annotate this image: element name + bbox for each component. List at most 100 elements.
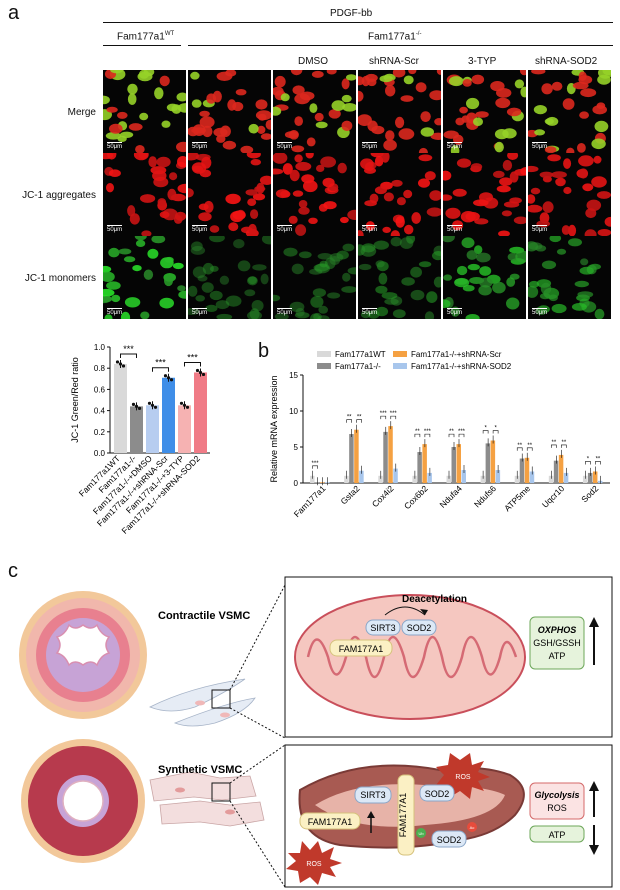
mrna-sig-8-0: * (587, 456, 590, 462)
mrna-bracket-4-0 (448, 433, 455, 438)
micrograph-r2-c3: 50μm (358, 236, 441, 319)
synthetic-zoom-box (211, 782, 231, 802)
jc1-bar-3 (162, 377, 175, 453)
mrna-sig-3-1: *** (424, 429, 432, 435)
micrograph-r0-c4: 50μm (443, 70, 526, 153)
mrna-bracket-6-0 (516, 447, 523, 451)
ros-label: ROS (547, 803, 567, 813)
synthetic-cells-illustration (149, 771, 265, 827)
synthetic-label: Synthetic VSMC (158, 764, 242, 776)
fam177a1-vertical-pill (397, 774, 415, 856)
fam177a1-label-b: FAM177A1 (308, 817, 353, 827)
mrna-bracket-8-0 (585, 461, 591, 465)
mrna-legend-label-1: Fam177a1-/- (335, 362, 381, 371)
mrna-bracket-8-1 (595, 461, 601, 465)
scale-bar-label: 50μm (107, 225, 123, 233)
mrna-bar-5-3 (495, 470, 501, 483)
jc1-dot-3-0 (163, 374, 168, 378)
mrna-sig-1-1: ** (357, 415, 362, 421)
mrna-sig-5-0: * (484, 426, 487, 432)
mrna-legend-swatch-2 (393, 351, 407, 357)
jc1-dot-2-2 (153, 405, 158, 409)
mrna-sig-8-1: ** (596, 456, 601, 462)
fam177a1-pill (329, 639, 393, 657)
mrna-bar-1-2 (354, 429, 359, 483)
micrograph-r2-c0: 50μm (103, 236, 186, 319)
mrna-category-0: Fam177a1 (292, 483, 328, 519)
mrna-bar-7-1 (553, 460, 559, 483)
ac-marker-icon (467, 822, 477, 832)
mrna-legend-swatch-3 (393, 363, 407, 369)
mrna-sig-2-0: *** (380, 411, 388, 417)
fam177a1-label: FAM177A1 (339, 644, 384, 654)
mrna-sig-7-0: ** (551, 440, 556, 446)
jc1-ytick-label-5: 1.0 (94, 343, 106, 352)
scale-bar-label: 50μm (362, 225, 378, 233)
scale-bar-label: 50μm (107, 142, 123, 150)
mrna-bar-1-3 (359, 470, 364, 483)
jc1-sig-2: *** (187, 352, 198, 362)
mrna-legend-label-0: Fam177a1WT (335, 350, 386, 359)
scale-bar-label: 50μm (362, 308, 378, 316)
jc1-dot-4-0 (179, 401, 184, 405)
jc1-dot-4-1 (182, 403, 187, 407)
mrna-bracket-7-1 (561, 444, 567, 448)
mrna-bar-2-2 (388, 426, 393, 483)
treatment-dmso: DMSO (298, 56, 328, 67)
atp-box-b (529, 825, 585, 843)
jc1-ytick-label-2: 0.4 (94, 407, 106, 416)
contractile-label: Contractile VSMC (158, 610, 250, 622)
panel-b-letter: b (258, 340, 270, 362)
mrna-bar-8-2 (592, 471, 598, 483)
micrograph-r1-c5: 50μm (528, 153, 611, 236)
fam177a1-pill-b (299, 812, 361, 830)
jc1-dot-2-0 (147, 401, 152, 405)
jc1-dot-1-2 (137, 406, 142, 410)
atp-label: ATP (549, 651, 566, 661)
ko-group-label: Fam177a1-/- (368, 31, 422, 43)
mrna-ytick-label-3: 15 (289, 371, 298, 380)
contractile-zoom-box (211, 689, 231, 709)
scale-bar-label: 50μm (447, 142, 463, 150)
row-label-merge: Merge (67, 107, 96, 118)
healthy-mitochondrion (294, 594, 526, 720)
mrna-bar-2-1 (383, 431, 388, 483)
mrna-category-7: Uqcr10 (540, 483, 567, 510)
scale-bar-label: 50μm (532, 142, 548, 150)
ac-label: Ac (470, 825, 475, 830)
mrna-sig-7-1: ** (561, 440, 566, 446)
mrna-bracket-3-0 (414, 433, 421, 438)
mrna-category-4: Ndufa4 (437, 483, 464, 510)
mrna-category-1: Gsta2 (338, 483, 361, 506)
mrna-ylabel: Relative mRNA expression (269, 375, 279, 482)
mrna-bar-3-2 (422, 444, 427, 483)
mrna-bracket-1-1 (356, 419, 362, 423)
mrna-legend-swatch-0 (317, 351, 331, 357)
mrna-bracket-0-0 (312, 465, 318, 469)
mrna-legend-swatch-1 (317, 363, 331, 369)
ros-burst-label-b: ROS (306, 861, 322, 868)
scale-bar-label: 50μm (532, 308, 548, 316)
jc1-dot-3-2 (169, 378, 174, 382)
micrograph-r1-c3: 50μm (358, 153, 441, 236)
scale-bar-label: 50μm (192, 142, 208, 150)
scale-bar-label: 50μm (277, 142, 293, 150)
micrograph-r0-c3: 50μm (358, 70, 441, 153)
mrna-bracket-5-1 (492, 430, 499, 434)
mrna-bar-6-2 (524, 457, 530, 483)
deacetylation-label: Deacetylation (402, 594, 467, 605)
mrna-bar-7-0 (548, 475, 554, 483)
scale-bar-label: 50μm (277, 308, 293, 316)
mrna-ytick-label-0: 0 (294, 479, 299, 488)
scale-bar-label: 50μm (192, 308, 208, 316)
mrna-sig-3-0: ** (415, 429, 420, 435)
mrna-bracket-3-1 (424, 433, 431, 438)
ko-line (188, 45, 613, 46)
ros-burst-label-a: ROS (455, 774, 471, 781)
glycolysis-label: Glycolysis (534, 790, 579, 800)
mrna-bracket-1-0 (346, 419, 352, 423)
panel-a-letter: a (8, 2, 20, 24)
micrograph-r1-c1: 50μm (188, 153, 271, 236)
jc1-ytick-label-1: 0.2 (94, 428, 106, 437)
jc1-dot-0-2 (121, 364, 126, 368)
